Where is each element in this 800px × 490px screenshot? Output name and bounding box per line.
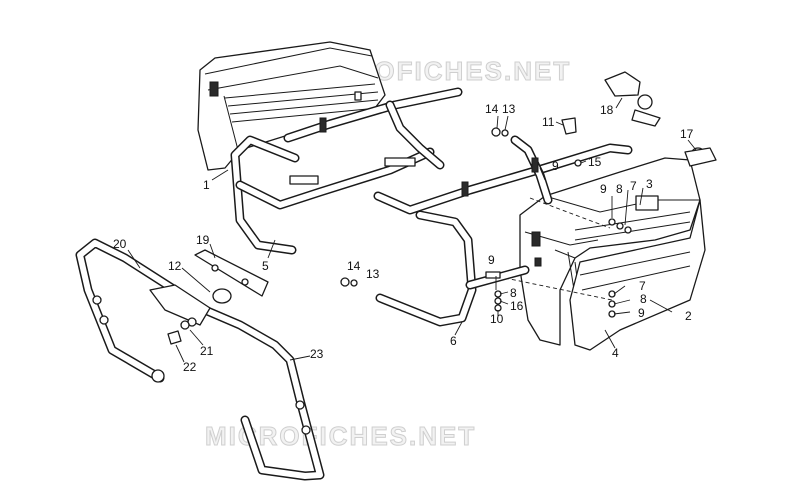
callout-14-left: 14 <box>347 259 361 273</box>
callout-7-upper: 7 <box>630 179 637 193</box>
left-case-rack <box>230 87 463 255</box>
callout-4: 4 <box>612 346 619 360</box>
alignment-line-top <box>529 197 611 229</box>
callout-16: 16 <box>510 299 524 313</box>
clamp-bracket <box>149 284 211 327</box>
callout-9-lower: 9 <box>638 306 645 320</box>
callout-20: 20 <box>113 237 127 251</box>
mounting-plate <box>194 249 269 297</box>
callout-6: 6 <box>450 334 457 348</box>
callout-12: 12 <box>168 259 182 273</box>
callout-8-lower: 8 <box>640 292 647 306</box>
washer-nut-13-14-left <box>340 277 358 287</box>
callout-8-upper: 8 <box>616 182 623 196</box>
nut-15 <box>574 159 582 167</box>
callout-5: 5 <box>262 259 269 273</box>
bolts-21-22 <box>167 320 190 345</box>
right-case-rack <box>373 135 633 327</box>
callout-9-upper: 9 <box>600 182 607 196</box>
callout-23: 23 <box>310 347 324 361</box>
washer-nut-13-14-top <box>491 127 509 137</box>
callout-21: 21 <box>200 344 214 358</box>
callout-2: 2 <box>685 309 692 323</box>
right-pannier-case <box>519 157 706 351</box>
callout-7-lower: 7 <box>639 279 646 293</box>
latch-parts-8-9-16-10 <box>485 271 502 312</box>
callout-9-middle: 9 <box>488 253 495 267</box>
callout-18: 18 <box>600 103 614 117</box>
callout-17: 17 <box>680 127 694 141</box>
callout-19: 19 <box>196 233 210 247</box>
callout-3: 3 <box>646 177 653 191</box>
callout-15: 15 <box>588 155 602 169</box>
lock-assembly-17 <box>684 147 717 167</box>
callout-11: 11 <box>542 115 555 129</box>
callout-10: 10 <box>490 312 504 326</box>
latch-parts-7-8-9-upper <box>608 218 632 234</box>
left-pannier-case <box>197 41 386 171</box>
callout-13-top: 13 <box>502 102 516 116</box>
lock-assembly-18 <box>604 71 661 127</box>
callout-22: 22 <box>183 360 197 374</box>
latch-parts-7-8-9-lower <box>608 290 616 318</box>
callout-labels: 1 2 3 4 5 6 7 7 8 8 8 9 9 9 9 10 11 12 1… <box>113 102 694 374</box>
callout-1: 1 <box>203 178 210 192</box>
bumper-11 <box>561 117 577 135</box>
guard-bar <box>75 238 325 481</box>
leader-lines <box>127 97 697 363</box>
callout-13-left: 13 <box>366 267 380 281</box>
callout-14-top: 14 <box>485 102 499 116</box>
alignment-line-lower <box>504 277 613 301</box>
callout-9-rack: 9 <box>552 159 559 173</box>
callout-8-middle: 8 <box>510 286 517 300</box>
